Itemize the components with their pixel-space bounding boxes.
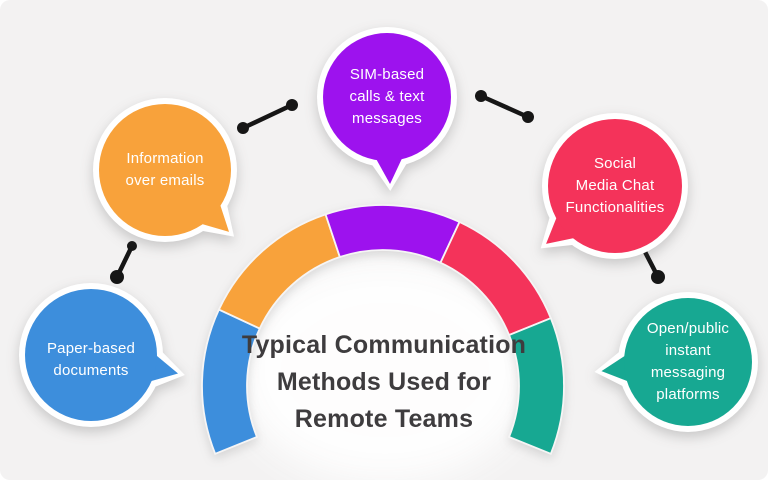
bubble-circle bbox=[25, 289, 157, 421]
connector-3 bbox=[475, 90, 534, 123]
connectors-layer bbox=[110, 90, 665, 284]
bubble-circle bbox=[99, 104, 231, 236]
connector-2 bbox=[237, 99, 298, 134]
bubble-sim-based-calls-text-messages bbox=[317, 27, 457, 191]
bubble-information-over-emails bbox=[93, 98, 237, 242]
title-glow bbox=[235, 258, 535, 480]
bubble-circle bbox=[624, 298, 752, 426]
bubble-social-media-chat-functionalities bbox=[540, 113, 688, 259]
connector-dot bbox=[286, 99, 298, 111]
gauge-arc bbox=[201, 204, 565, 455]
connector-dot bbox=[651, 270, 665, 284]
connector-dot bbox=[127, 241, 137, 251]
bubble-open-public-instant-messaging-platforms bbox=[594, 292, 758, 432]
connector-1 bbox=[110, 241, 137, 284]
connector-dot bbox=[475, 90, 487, 102]
bubble-circle bbox=[548, 119, 682, 253]
speech-bubbles-layer bbox=[19, 27, 758, 432]
connector-line bbox=[478, 93, 531, 120]
connector-dot bbox=[522, 111, 534, 123]
gauge-segment-sim-based-calls-text-messages bbox=[324, 204, 461, 264]
gauge-segment-open-public-instant-messaging-platforms bbox=[507, 317, 565, 455]
bubble-paper-based-documents bbox=[19, 283, 185, 427]
connector-dot bbox=[110, 270, 124, 284]
bubble-circle bbox=[323, 33, 451, 161]
connector-dot bbox=[237, 122, 249, 134]
connector-line bbox=[240, 102, 295, 131]
